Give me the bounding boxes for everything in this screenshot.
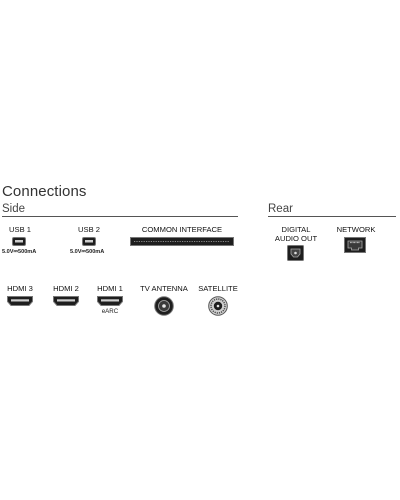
- side-divider: [2, 216, 238, 217]
- hdmi-port-icon: [7, 296, 33, 306]
- hdmi-port-icon: [53, 296, 79, 306]
- usb1-spec: 5.0V⎓500mA: [2, 249, 37, 255]
- usb2-spec: 5.0V⎓500mA: [70, 249, 105, 255]
- usb-port-icon: [82, 237, 96, 246]
- hdmi1-earc-note: eARC: [101, 308, 119, 315]
- optical-port-icon: [287, 245, 304, 261]
- usb1-label: USB 1: [9, 225, 31, 234]
- satellite-label: SATELLITE: [198, 284, 238, 293]
- hdmi2-label: HDMI 2: [53, 284, 79, 293]
- hdmi3-label: HDMI 3: [7, 284, 33, 293]
- usb2-label: USB 2: [78, 225, 100, 234]
- ethernet-port-icon: [344, 237, 366, 253]
- hdmi1-label: HDMI 1: [97, 284, 123, 293]
- page-title: Connections: [2, 183, 87, 200]
- network-label: NETWORK: [336, 225, 376, 234]
- section-rear-heading: Rear: [268, 203, 293, 215]
- common-interface-label: COMMON INTERFACE: [141, 225, 223, 234]
- section-side-heading: Side: [2, 203, 26, 215]
- ci-slot-icon: [130, 237, 234, 246]
- coax-connector-icon: [208, 296, 228, 316]
- hdmi-port-icon: [97, 296, 123, 306]
- digital-audio-out-label-line2: AUDIO OUT: [274, 234, 318, 243]
- coax-connector-icon: [154, 296, 174, 316]
- rear-divider: [268, 216, 396, 217]
- usb-port-icon: [12, 237, 26, 246]
- digital-audio-out-label-line1: DIGITAL: [281, 225, 311, 234]
- tv-antenna-label: TV ANTENNA: [140, 284, 188, 293]
